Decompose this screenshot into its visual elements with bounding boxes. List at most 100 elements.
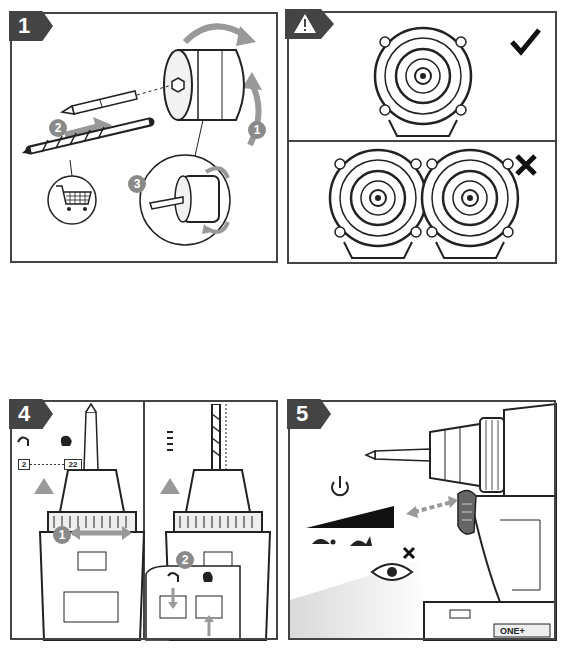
drill-bit-top [213,405,219,470]
no-look-icon [404,548,414,558]
screwdriver-bit [72,91,137,114]
callout-number: 2 [49,119,67,137]
drill-bit [22,146,31,154]
chuck [222,51,223,119]
mode-inset [208,620,211,636]
drill-side-view [470,496,556,602]
drill-side-view [375,449,430,461]
panel-frame [288,12,556,263]
slide-arrow [70,526,80,540]
drill-top-view [40,470,270,640]
screwdriver-bit [137,85,172,95]
drill-bit-top [226,404,227,470]
detail-inset [140,120,230,245]
drill-side-view [450,610,470,618]
drill-side-view [480,418,504,492]
check-mark [512,30,539,52]
detail-inset [195,120,203,156]
rotation-arrow [185,26,246,42]
mode-inset [168,602,178,609]
shop-cart-icon [48,160,96,224]
callout-number: 2 [176,551,194,569]
callout-number: 2 [182,554,189,566]
detail-inset [150,197,183,209]
callout-number: 2 [55,122,62,134]
screw-bit-top [84,404,98,470]
drill-top-view [60,470,124,512]
mode-inset [172,588,175,604]
warning-badge [285,9,334,39]
drill-top-view [64,592,118,622]
mode-icons [34,478,54,494]
mode-inset [196,596,222,618]
chuck-face-wrong [330,150,426,258]
callout-number: 3 [128,175,146,193]
screwdriver-bit [62,106,74,114]
screw-bit-top [86,404,96,412]
drill-side-view [366,451,375,459]
drill-side-view [445,427,460,483]
step-number: 5 [287,399,331,429]
detail-inset [206,168,228,178]
shop-cart-icon [83,207,87,211]
shop-cart-icon [66,192,89,204]
slide-arrow [70,526,132,540]
mode-icons [61,436,72,446]
speed-arrow [448,496,458,508]
speed-legend [312,539,330,544]
callout-number: 1 [254,124,261,136]
drill-side-view [500,520,540,590]
slide-arrow [122,526,132,540]
speed-arrow [406,506,418,518]
mode-inset [146,566,240,640]
no-look-icon [387,567,397,577]
step-panel: 1123 [10,12,278,263]
drill-bit-top [211,404,221,470]
drill-side-view [494,624,550,637]
floor-shade [290,560,430,640]
drill-side-view [462,504,472,520]
shop-cart-icon [70,160,72,176]
drill-top-view [40,532,144,640]
panel-divider [143,400,145,640]
speed-legend [306,506,394,528]
dashed-connector [30,464,64,465]
speed-legend [339,476,341,488]
shop-cart-icon [48,176,96,224]
screwdriver-bit [100,100,102,107]
rotation-arrow [236,26,256,46]
drill-top-view [174,512,262,532]
setting-number: 22 [69,461,78,469]
warning-badge [304,29,306,31]
mode-icons [18,437,28,446]
drill-side-view [486,420,498,490]
speed-legend [304,470,396,560]
no-look-icon [372,548,414,580]
mode-inset [203,572,213,582]
drill-top-view [186,470,250,512]
screwdriver-bit [62,85,172,114]
drill-side-view [424,602,556,640]
chuck [164,50,192,120]
callout-number: 1 [53,526,71,544]
mode-inset [204,615,214,622]
no-look-icon [372,564,412,580]
speed-arrow [414,502,452,512]
chuck [164,50,244,120]
setting-number: 2 [22,461,26,469]
shop-cart-icon [56,186,91,204]
callout-number: 3 [134,178,141,190]
chuck-face-wrong [422,150,518,258]
drill-side-view [458,490,476,534]
detail-inset [202,224,212,234]
speed-legend [304,470,396,560]
mode-inset [168,573,178,582]
step-number: 4 [9,399,53,429]
detail-inset [140,155,230,245]
step-panel: 422212 [10,400,278,640]
mode-icons [160,478,180,494]
drill-bit-top [212,404,226,470]
screw-bit-top [84,412,98,470]
step-panel: 5 [288,400,556,640]
